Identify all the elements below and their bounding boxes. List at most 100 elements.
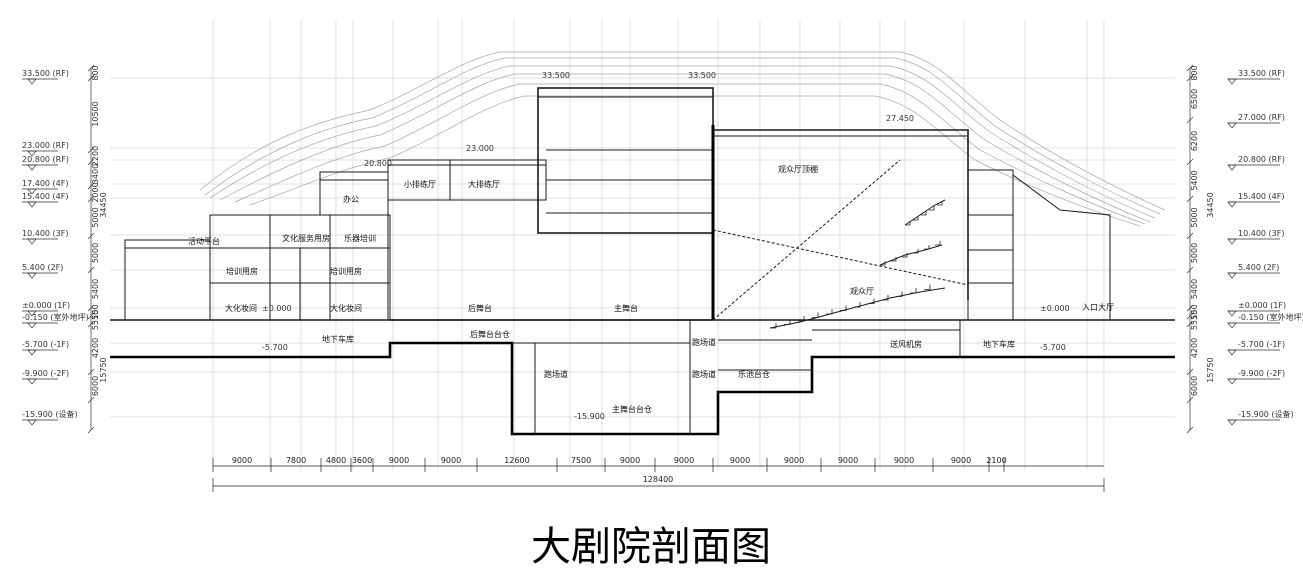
levels-left: 33.500 (RF)23.000 (RF)20.800 (RF)17.400 … [22,69,89,426]
dim-value: 5000 [91,207,100,227]
dim-tick [1186,396,1194,404]
seat-row [913,216,919,221]
level-label-right: ±0.000 (1F) [1238,301,1286,310]
level-triangle-icon [27,272,37,279]
dim-value: 6000 [91,376,100,396]
dim-tick [1186,266,1194,274]
seat-row [880,261,886,266]
seat-row [812,312,819,318]
levels-right: 33.500 (RF)27.000 (RF)20.800 (RF)15.400 … [1227,69,1303,426]
level-triangle-icon [27,78,37,85]
room-activity-platform: 活动平台 [188,236,220,246]
room-orch-pit: 乐池台仓 [738,369,770,379]
level-label-left: -0.150 (室外地坪) [22,312,89,322]
level-triangle-icon [27,322,37,329]
seat-row [826,309,833,315]
elev-tag: 33.500 [542,71,570,80]
dim-tick [87,158,95,166]
roof-shell [199,51,1166,227]
room-runway-1: 跑场道 [544,369,568,379]
dim-value: 9000 [441,456,461,465]
level-label-left: 15.400 (4F) [22,192,68,201]
elev-tag: 20.800 [364,159,392,168]
level-triangle-icon [27,419,37,426]
dim-tick [87,304,95,312]
level-triangle-icon [27,349,37,356]
dim-value: 150 [91,304,100,319]
dim-value: 2000 [91,182,100,202]
seat-row [784,319,791,325]
dim-value: 7500 [571,456,591,465]
room-small-rehearsal: 小排练厅 [404,179,436,189]
room-culture-service: 文化服务用房 [282,233,330,243]
level-label-right: -15.900 (设备) [1238,409,1294,419]
level-label-left: -9.900 (-2F) [22,369,69,378]
dim-value: 2200 [91,146,100,166]
elev-tag: 33.500 [688,71,716,80]
seat-row [896,291,903,297]
room-auditorium: 观众厅 [850,287,874,296]
level-triangle-icon [1227,310,1237,317]
dim-value: 5400 [91,279,100,299]
level-label-left: 23.000 (RF) [22,141,69,150]
dimension-chain-left: 8001050022003400200050005000540015055504… [87,64,100,434]
level-triangle-icon [1227,201,1237,208]
room-music-training: 乐器培训 [344,233,376,243]
dim-value: 4200 [1190,338,1199,358]
dim-tick [87,74,95,82]
auditorium-seats [770,201,943,329]
dim-value: 9000 [389,456,409,465]
seat-row [913,249,919,254]
dim-tick [87,64,95,72]
dim-value: 800 [91,65,100,80]
dim-value: 6200 [1190,131,1199,151]
dim-value: 5000 [91,243,100,263]
dim-value: 6500 [1190,89,1199,109]
dim-value: 2100 [986,456,1006,465]
dim-tick [87,182,95,190]
seat-row [929,206,935,211]
dim-value: 5550 [91,310,100,330]
room-parking-right: 地下车库 [983,339,1015,349]
elev-tag: 23.000 [466,144,494,153]
room-rear-stage-storage: 后舞台台仓 [470,329,510,339]
seat-row [891,257,897,262]
elev-tag: -5.700 [1040,343,1066,352]
level-label-right: 10.400 (3F) [1238,229,1284,238]
room-backstage: 后舞台 [468,303,492,313]
elev-tag: ±0.000 [1040,304,1070,313]
room-main-stage: 主舞台 [614,303,638,313]
dim-tick [1186,64,1194,72]
room-entrance-hall: 入口大厅 [1082,302,1114,312]
seat-row [935,241,941,246]
level-label-right: 33.500 (RF) [1238,69,1285,78]
dim-value: 9000 [838,456,858,465]
dim-value: 5400 [1190,279,1199,299]
level-label-left: 17.400 (4F) [22,179,68,188]
level-label-right: 5.400 (2F) [1238,263,1279,272]
seat-row [924,284,931,290]
dim-tick [1186,74,1194,82]
dim-tick [87,232,95,240]
seat-row [854,302,861,308]
dim-value: 9000 [232,456,252,465]
left-total-dim: 34450 [99,192,108,217]
elev-tag: 27.450 [886,114,914,123]
level-triangle-icon [27,164,37,171]
room-large-rehearsal: 大排练厅 [468,179,500,189]
level-label-right: 15.400 (4F) [1238,192,1284,201]
dim-value: 9000 [951,456,971,465]
level-triangle-icon [27,238,37,245]
dim-value: 6000 [1190,376,1199,396]
dimension-chain-right: 8006500620054005000500054001505550420060… [1186,64,1199,434]
seat-row [868,298,875,304]
room-runway-2: 跑场道 [692,337,716,347]
dim-tick [1186,158,1194,166]
dim-value: 9000 [784,456,804,465]
seat-row [937,201,943,206]
level-triangle-icon [1227,419,1237,426]
level-label-right: -0.150 (室外地坪) [1238,312,1303,322]
dim-value: 9000 [620,456,640,465]
